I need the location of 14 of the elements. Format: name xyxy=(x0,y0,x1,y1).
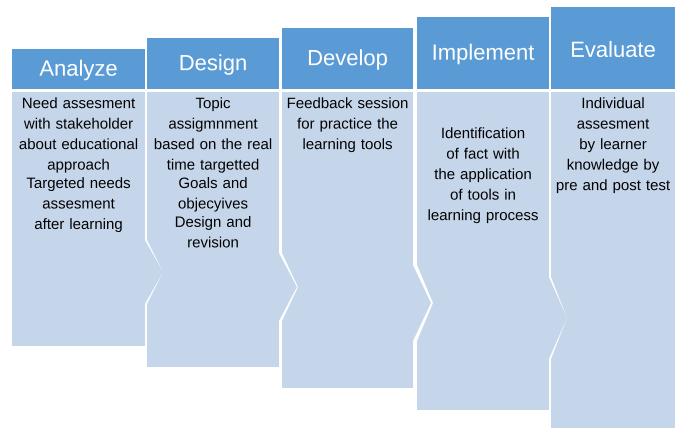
stage-heading: Design xyxy=(180,54,246,75)
body-text: Need assesment with stakeholder about educational approach xyxy=(20,97,138,173)
body-text: Topic assigmnment based on the real time targetted xyxy=(154,97,272,173)
body-text: Feedback session for practice the learning tools xyxy=(288,97,408,152)
stage-heading: Analyze xyxy=(39,60,117,80)
stage-heading: Implement xyxy=(434,44,534,64)
body-text: Design and revision xyxy=(176,216,250,248)
stage-column xyxy=(551,7,675,428)
body-text: Targeted needs assesment after learning xyxy=(26,177,130,232)
body-text: Identification of fact with the application of tools in learning process xyxy=(428,127,538,224)
stage-heading: Evaluate xyxy=(572,40,655,58)
stage-heading: Develop xyxy=(308,49,387,70)
body-text: Individual assesment by learner knowledge by pre and post test xyxy=(556,97,670,194)
body-text: Goals and objecyives xyxy=(178,177,248,212)
